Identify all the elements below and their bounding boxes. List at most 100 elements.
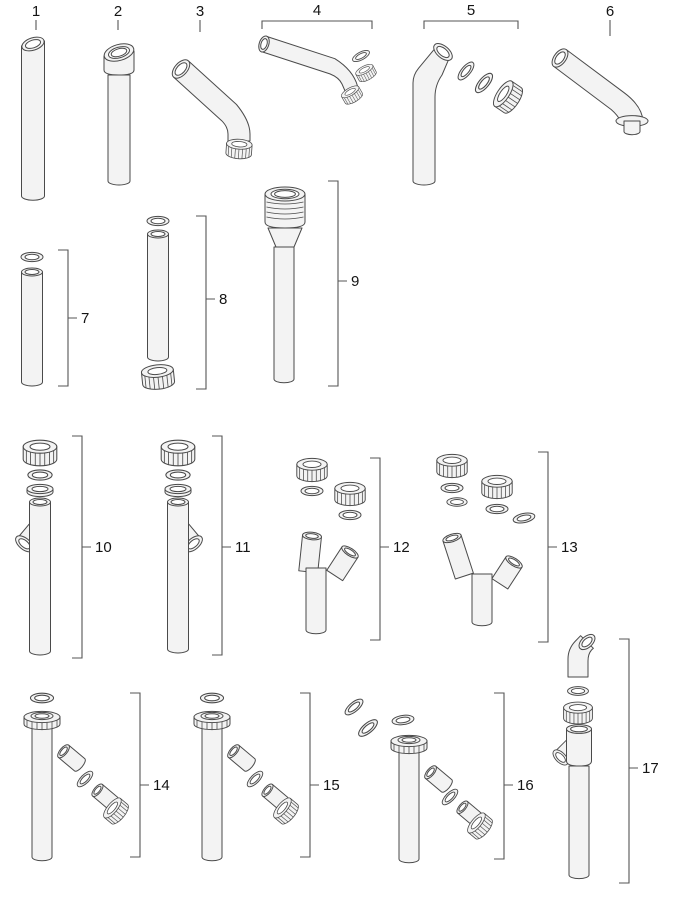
- bracket-15: [300, 692, 319, 858]
- pipe-body: [173, 60, 251, 142]
- pipe-body: [568, 765, 590, 880]
- o-ring-icon: [300, 485, 324, 497]
- bracket-11: [212, 435, 231, 656]
- part-1: [21, 36, 45, 201]
- part-11: [160, 439, 206, 654]
- part-2: [103, 43, 135, 186]
- part-label-11: 11: [235, 539, 251, 556]
- elbow-opening-hole: [581, 636, 593, 648]
- o-ring-icon: [567, 686, 589, 696]
- right-inlet: [491, 555, 523, 590]
- part-label-9: 9: [351, 273, 359, 290]
- o-ring-icon: [485, 503, 509, 515]
- union-nut-icon: [436, 453, 468, 479]
- pipe-opening-hole: [150, 231, 166, 237]
- o-ring-icon: [165, 469, 191, 481]
- o-ring-icon: [446, 497, 468, 507]
- union-nut-icon: [160, 439, 196, 467]
- o-ring-icon: [355, 716, 381, 740]
- part-label-12: 12: [393, 539, 410, 556]
- elbow-fitting-icon: [225, 742, 258, 774]
- pipe-body: [261, 35, 358, 93]
- bracket-8: [196, 215, 215, 390]
- bracket-7: [58, 249, 77, 387]
- pipe-opening-hole: [174, 62, 188, 76]
- pipe-opening-hole: [24, 269, 40, 275]
- part-10: [12, 439, 58, 656]
- flange-stem: [623, 120, 641, 136]
- pipe-body: [21, 40, 45, 201]
- part-label-14: 14: [153, 777, 170, 794]
- part-label-2: 2: [114, 3, 122, 20]
- o-ring-icon: [390, 713, 416, 727]
- pipe-body: [471, 573, 493, 627]
- left-inlet: [442, 532, 474, 580]
- pipe-opening-hole: [32, 499, 48, 505]
- pipe-body: [29, 501, 51, 656]
- o-ring-icon: [74, 768, 96, 790]
- part-3: [171, 59, 253, 161]
- tee-opening-hole: [570, 725, 588, 733]
- bracket-13: [538, 451, 557, 643]
- union-nut-icon: [296, 457, 328, 483]
- o-ring-icon: [440, 482, 464, 494]
- part-4: [258, 35, 379, 107]
- o-ring-icon: [146, 215, 170, 227]
- part-5: [412, 43, 527, 186]
- o-ring-icon: [29, 692, 55, 704]
- part-label-6: 6: [606, 3, 614, 20]
- o-ring-icon: [342, 695, 366, 719]
- pipe-opening-hole: [436, 45, 450, 59]
- pipe-body: [553, 49, 644, 122]
- part-9: [264, 186, 306, 384]
- part-6: [551, 48, 649, 136]
- union-nut-icon: [563, 701, 593, 725]
- socket-ring: [108, 46, 130, 59]
- o-ring-icon: [244, 768, 266, 790]
- o-ring-icon: [27, 469, 53, 481]
- flange-nut-icon: [390, 734, 428, 755]
- pipe-opening-hole: [170, 499, 186, 505]
- part-17: [549, 633, 596, 880]
- union-nut-icon: [334, 481, 366, 507]
- part-label-17: 17: [642, 760, 659, 777]
- union-nut-icon: [481, 474, 513, 500]
- thread-line: [266, 216, 304, 220]
- pipe-body: [31, 722, 53, 862]
- part-label-7: 7: [81, 310, 89, 327]
- pipe-opening-hole: [260, 38, 268, 50]
- o-ring-icon: [472, 70, 496, 96]
- pipe-opening-hole: [554, 51, 566, 65]
- part-label-13: 13: [561, 539, 578, 556]
- part-label-1: 1: [32, 3, 40, 20]
- bracket-9: [328, 180, 347, 387]
- left-inlet: [298, 531, 322, 574]
- part-15: [193, 692, 302, 862]
- flat-washer-icon: [164, 483, 192, 498]
- part-label-8: 8: [219, 291, 227, 308]
- pipe-body: [167, 501, 189, 654]
- union-nut-icon: [489, 77, 527, 117]
- o-ring-icon: [454, 59, 478, 83]
- union-nut-icon: [225, 137, 253, 161]
- part-14: [23, 692, 132, 862]
- socket-opening-hole: [110, 47, 128, 58]
- bracket-16: [494, 692, 513, 860]
- bracket-17: [619, 638, 638, 884]
- part-label-16: 16: [517, 777, 534, 794]
- part-16: [342, 695, 496, 864]
- pipe-body: [305, 567, 327, 635]
- union-nut-icon: [140, 362, 176, 392]
- bracket-10: [72, 435, 91, 659]
- thread-line: [266, 206, 304, 210]
- pipe-body: [201, 722, 223, 862]
- union-nut-icon: [353, 61, 379, 85]
- part-label-15: 15: [323, 777, 340, 794]
- taper-collar: [267, 227, 303, 248]
- part-7: [20, 251, 44, 387]
- o-ring-icon: [338, 509, 362, 521]
- o-ring-icon: [20, 251, 44, 263]
- right-inlet: [326, 545, 359, 582]
